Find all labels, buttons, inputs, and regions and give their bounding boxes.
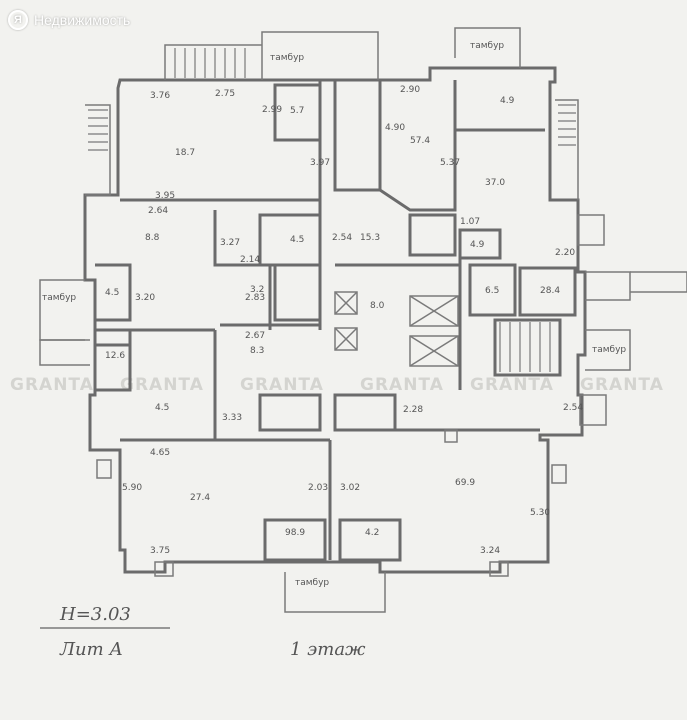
watermark-5: GRANTA [470,375,554,395]
watermark-3: GRANTA [240,375,324,395]
area-label: 4.2 [365,528,379,538]
height-label: H=3.03 [59,604,131,625]
area-label: 57.4 [410,136,430,146]
dim-label: 2.14 [240,255,260,265]
area-label: 8.3 [250,346,264,356]
area-label: 69.9 [455,478,475,488]
porch-label: тамбур [592,345,626,355]
dim-label: 2.20 [555,248,575,258]
dim-label: 1.07 [460,217,480,227]
area-label: 4.5 [155,403,169,413]
dim-label: 2.83 [245,293,265,303]
area-label: 4.9 [500,96,515,106]
porch-label: тамбур [42,293,76,303]
building-outline [39,27,687,613]
dim-label: 2.03 [308,483,328,493]
dim-label: 3.02 [340,483,360,493]
interior-walls [95,80,607,577]
dim-label: 2.54 [563,403,583,413]
brand-name: Недвижимость [34,12,131,28]
dim-label: 3.27 [220,238,240,248]
title-block: H=3.03 Лит А 1 этаж [40,604,366,660]
dim-label: 3.95 [155,191,175,201]
area-label: 37.0 [485,178,505,188]
area-label: 4.5 [105,288,119,298]
area-label: 98.9 [285,528,305,538]
stair-hatching [88,48,576,372]
lit-label: Лит А [59,639,123,660]
logo-letter: Я [14,14,22,26]
dim-label: 2.28 [403,405,423,415]
watermark-2: GRANTA [120,375,204,395]
porch-label: тамбур [270,53,304,63]
dim-label: 2.67 [245,331,265,341]
area-label: 27.4 [190,493,210,503]
brand-header: Я Недвижимость [8,8,130,32]
dimension-labels: 3.76 2.75 2.99 3.97 3.95 2.64 4.90 5.37 … [122,85,583,556]
dim-label: 3.20 [135,293,155,303]
yandex-logo-icon: Я [8,10,28,30]
dim-label: 2.75 [215,89,235,99]
area-labels: 5.7 18.7 57.4 37.0 4.9 8.8 15.3 4.5 12.6… [105,96,560,538]
watermark: GRANTA GRANTA GRANTA GRANTA GRANTA GRANT… [10,375,664,395]
area-label: 3.2 [250,285,264,295]
dim-label: 5.30 [530,508,550,518]
area-label: 5.7 [290,106,304,116]
dim-label: 5.90 [122,483,142,493]
dim-label: 3.24 [480,546,500,556]
porch-label: тамбур [295,578,329,588]
area-label: 15.3 [360,233,380,243]
floor-label: 1 этаж [290,639,366,660]
area-label: 4.9 [470,240,485,250]
dim-label: 2.90 [400,85,420,95]
area-label: 8.0 [370,301,385,311]
area-label: 4.5 [290,235,304,245]
area-label: 12.6 [105,351,125,361]
dim-label: 3.33 [222,413,242,423]
dim-label: 3.75 [150,546,170,556]
watermark-1: GRANTA [10,375,94,395]
dim-label: 3.97 [310,158,330,168]
porch-labels: тамбур тамбур тамбур тамбур тамбур [42,41,626,588]
area-label: 28.4 [540,286,560,296]
dim-label: 5.37 [440,158,460,168]
watermark-4: GRANTA [360,375,444,395]
area-label: 18.7 [175,148,195,158]
porch-label: тамбур [470,41,504,51]
area-label: 8.8 [145,233,160,243]
watermark-6: GRANTA [580,375,664,395]
area-label: 6.5 [485,286,499,296]
dim-label: 2.54 [332,233,352,243]
dim-label: 4.65 [150,448,170,458]
dim-label: 2.99 [262,105,282,115]
dim-label: 2.64 [148,206,168,216]
dim-label: 3.76 [150,91,170,101]
dim-label: 4.90 [385,123,405,133]
